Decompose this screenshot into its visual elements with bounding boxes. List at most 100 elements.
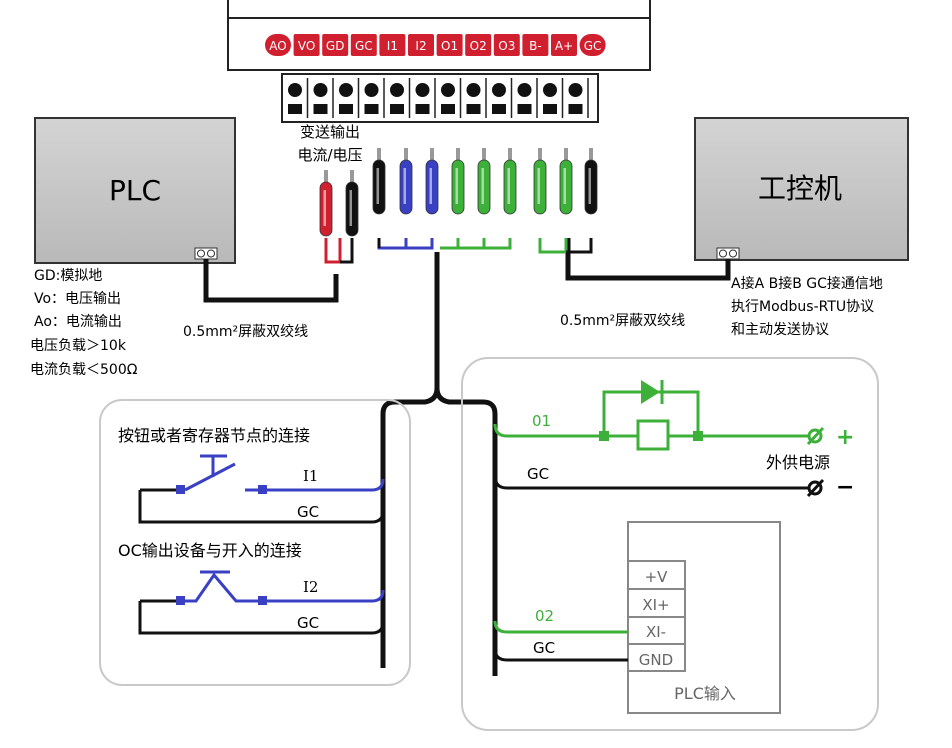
plc-in-pin-v: +V <box>645 568 669 586</box>
terminal-label-text: GC <box>584 39 602 53</box>
oc-gc-label: GC <box>297 614 319 632</box>
left-panel-title-1: 按钮或者寄存器节点的连接 <box>118 426 310 445</box>
screw-icon <box>441 83 455 97</box>
terminal-label-text: GC <box>355 39 373 53</box>
screw-icon <box>364 83 379 97</box>
supply-plus-label: + <box>836 425 854 450</box>
terminal-label-1: VO <box>293 34 320 56</box>
plc-cable <box>203 259 339 303</box>
probe-plug-red <box>319 170 333 237</box>
terminal-label-8: O3 <box>493 34 520 56</box>
terminal-label-text: A+ <box>555 39 573 53</box>
terminal-label-text: O2 <box>470 39 487 53</box>
terminal-label-2: GD <box>322 34 349 56</box>
terminal-label-7: O2 <box>465 34 492 56</box>
plc-in-gc-label: GC <box>533 639 555 657</box>
probe-plug-black <box>584 148 598 215</box>
ipc-port-icon <box>716 247 740 260</box>
probe-plugs <box>319 148 598 237</box>
caption-transmit-line1: 变送输出 <box>300 123 360 141</box>
ipc-note-modbus: 执行Modbus-RTU协议 <box>731 299 874 315</box>
plc-in-pin-gnd: GND <box>639 651 673 669</box>
terminal-label-text: B- <box>529 39 542 53</box>
terminal-label-text: I2 <box>415 39 426 53</box>
probe-plug-green <box>451 148 465 215</box>
probe-plug-green <box>503 148 517 215</box>
plc-black-lead <box>340 238 354 264</box>
probe-plug-green <box>533 148 547 215</box>
plc-input-wiring <box>493 620 628 662</box>
screw-icon <box>390 83 404 97</box>
ipc-title: 工控机 <box>758 172 842 205</box>
supply-label: 外供电源 <box>766 453 830 472</box>
screw-icon <box>543 83 557 97</box>
plc-note-vo: Vo：电压输出 <box>34 291 121 307</box>
gc-return-circuit <box>493 475 825 498</box>
oc-i2-label: I2 <box>303 578 318 596</box>
screw-icon <box>288 83 302 97</box>
probe-plug-black <box>372 148 386 215</box>
relay-o1-label: 01 <box>532 412 551 430</box>
caption-transmit-line2: 电流/电压 <box>297 146 362 164</box>
probe-plug-green <box>559 148 573 215</box>
plc-red-lead <box>324 238 342 264</box>
terminal-label-0: AO <box>265 34 291 56</box>
terminal-label-text: VO <box>298 39 315 53</box>
terminal-label-text: AO <box>269 39 286 53</box>
minus-terminal-icon <box>807 480 823 496</box>
terminal-label-text: GD <box>326 39 345 53</box>
plc-note-gd: GD:模拟地 <box>34 268 102 284</box>
terminal-label-6: O1 <box>436 34 463 56</box>
plc-note-voltage-load: 电压负载＞10k <box>30 338 127 354</box>
left-panel <box>99 399 411 686</box>
main-trunk-right <box>434 252 498 676</box>
terminal-label-5: I2 <box>408 34 434 56</box>
ipc-note-ab: A接A B接B GC接通信地 <box>731 275 883 292</box>
plus-terminal-icon <box>807 428 823 444</box>
probe-plug-blue <box>425 148 439 215</box>
probe-plug-black <box>345 170 359 237</box>
ipc-box: 工控机 <box>694 117 909 261</box>
diode-icon <box>641 380 660 404</box>
plc-note-ao: Ao：电流输出 <box>34 314 122 330</box>
lead-bundle <box>377 238 593 254</box>
terminal-label-4: I1 <box>379 34 406 56</box>
plc-in-title: PLC输入 <box>674 684 736 703</box>
cable-label-right: 0.5mm²屏蔽双绞线 <box>560 312 685 329</box>
plc-box: PLC <box>34 117 236 264</box>
screw-icon <box>492 83 506 97</box>
gc-return-label: GC <box>527 465 549 483</box>
terminal-label-text: I1 <box>387 39 398 53</box>
button-circuit <box>138 454 385 524</box>
plc-note-current-load: 电流负载＜500Ω <box>30 362 138 378</box>
plc-port-icon <box>194 247 218 260</box>
oc-circuit <box>138 570 385 635</box>
terminal-label-10: A+ <box>551 34 577 56</box>
button-gc-label: GC <box>297 503 319 521</box>
ipc-note-active: 和主动发送协议 <box>731 322 829 338</box>
plc-input-box <box>627 521 781 714</box>
screw-icon <box>466 83 481 97</box>
left-panel-title-2: OC输出设备与开入的连接 <box>118 541 302 560</box>
terminal-label-text: O3 <box>498 39 515 53</box>
relay-output-circuit <box>493 380 825 451</box>
terminal-label-3: GC <box>350 34 377 56</box>
terminal-label-9: B- <box>522 34 549 56</box>
terminal-label-11: GC <box>579 34 606 56</box>
probe-plug-green <box>477 148 491 215</box>
plc-in-pin-xi-plus: XI+ <box>642 596 669 614</box>
supply-minus-label: − <box>836 475 854 500</box>
terminal-label-text: O1 <box>441 39 458 53</box>
plc-in-o2-label: 02 <box>535 607 554 625</box>
screw-icon <box>313 83 328 97</box>
screw-icon <box>339 83 353 97</box>
button-i1-label: I1 <box>303 467 318 485</box>
screw-icon <box>415 83 430 97</box>
cable-label-left: 0.5mm²屏蔽双绞线 <box>183 323 308 340</box>
screw-icon <box>568 83 583 97</box>
screw-icon <box>517 83 532 97</box>
plc-in-pin-xi-minus: XI- <box>646 623 666 641</box>
probe-plug-blue <box>399 148 413 215</box>
right-panel <box>461 357 879 731</box>
